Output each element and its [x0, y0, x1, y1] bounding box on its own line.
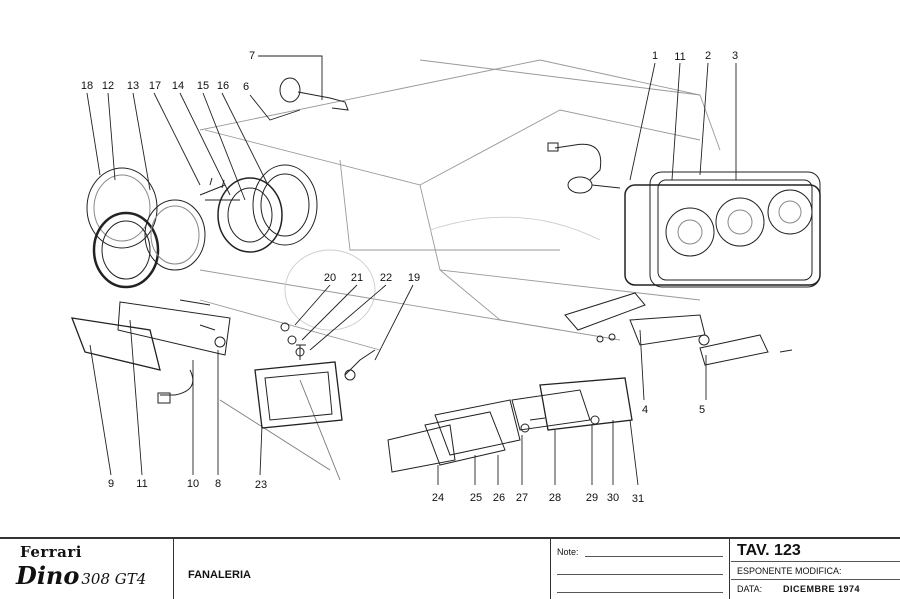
- note-line-3: [557, 592, 723, 593]
- callout-15: 15: [196, 80, 210, 92]
- callout-10: 10: [186, 478, 200, 490]
- note-line-1: [585, 556, 723, 557]
- callout-25: 25: [469, 492, 483, 504]
- callout-28: 28: [548, 492, 562, 504]
- callout-16: 16: [216, 80, 230, 92]
- divider: [729, 539, 730, 599]
- note-label: Note:: [557, 547, 579, 557]
- divider: [731, 579, 900, 580]
- callout-3: 3: [731, 50, 739, 62]
- exploded-diagram: 7 18 12 13 17 14 15 16 6 1 11 2 3 20 21 …: [70, 50, 821, 505]
- date-value: DICEMBRE 1974: [783, 584, 861, 594]
- callout-18: 18: [80, 80, 94, 92]
- callout-13: 13: [126, 80, 140, 92]
- callout-5: 5: [698, 404, 706, 416]
- callout-2: 2: [704, 50, 712, 62]
- divider: [173, 539, 174, 599]
- callout-17: 17: [148, 80, 162, 92]
- note-line-2: [557, 574, 723, 575]
- bulb-part-7: [279, 77, 349, 111]
- section-title: FANALERIA: [188, 569, 251, 581]
- callout-7: 7: [248, 50, 256, 62]
- callout-20: 20: [323, 272, 337, 284]
- callout-9: 9: [107, 478, 115, 490]
- diagram-drawing: [70, 55, 821, 486]
- callout-27: 27: [515, 492, 529, 504]
- divider: [731, 561, 900, 562]
- rear-reflector-assembly: [387, 377, 633, 473]
- fastener-parts: [280, 322, 376, 381]
- divider: [550, 539, 551, 599]
- brand-logo: Ferrari: [20, 543, 82, 561]
- side-marker-light: [564, 292, 793, 366]
- callout-11-bottom: 11: [136, 478, 148, 490]
- callout-26: 26: [492, 492, 506, 504]
- callout-4: 4: [641, 404, 649, 416]
- callout-11-top: 11: [674, 51, 686, 63]
- car-body-outline: [199, 59, 721, 481]
- leader-lines: [86, 55, 737, 486]
- tail-light-cluster: [624, 171, 821, 288]
- callout-14: 14: [171, 80, 185, 92]
- date-label: DATA:: [737, 584, 763, 594]
- front-indicator: [70, 299, 231, 404]
- model-suffix: 308 GT4: [81, 570, 147, 588]
- fog-lamp: [254, 344, 343, 429]
- callout-22: 22: [379, 272, 393, 284]
- revision-label: ESPONENTE MODIFICA:: [737, 566, 842, 576]
- model-name: Dino: [16, 561, 80, 590]
- table-number: TAV. 123: [737, 542, 801, 559]
- callout-1: 1: [651, 50, 659, 62]
- wiring-harness: [547, 142, 621, 194]
- callout-31: 31: [631, 493, 645, 505]
- callout-23: 23: [254, 479, 268, 491]
- callout-24: 24: [431, 492, 445, 504]
- callout-8: 8: [214, 478, 222, 490]
- callout-12: 12: [101, 80, 115, 92]
- callout-30: 30: [606, 492, 620, 504]
- callout-6: 6: [242, 81, 250, 93]
- callout-29: 29: [585, 492, 599, 504]
- callout-19: 19: [407, 272, 421, 284]
- callout-21: 21: [350, 272, 364, 284]
- headlamp-assembly: [86, 164, 318, 289]
